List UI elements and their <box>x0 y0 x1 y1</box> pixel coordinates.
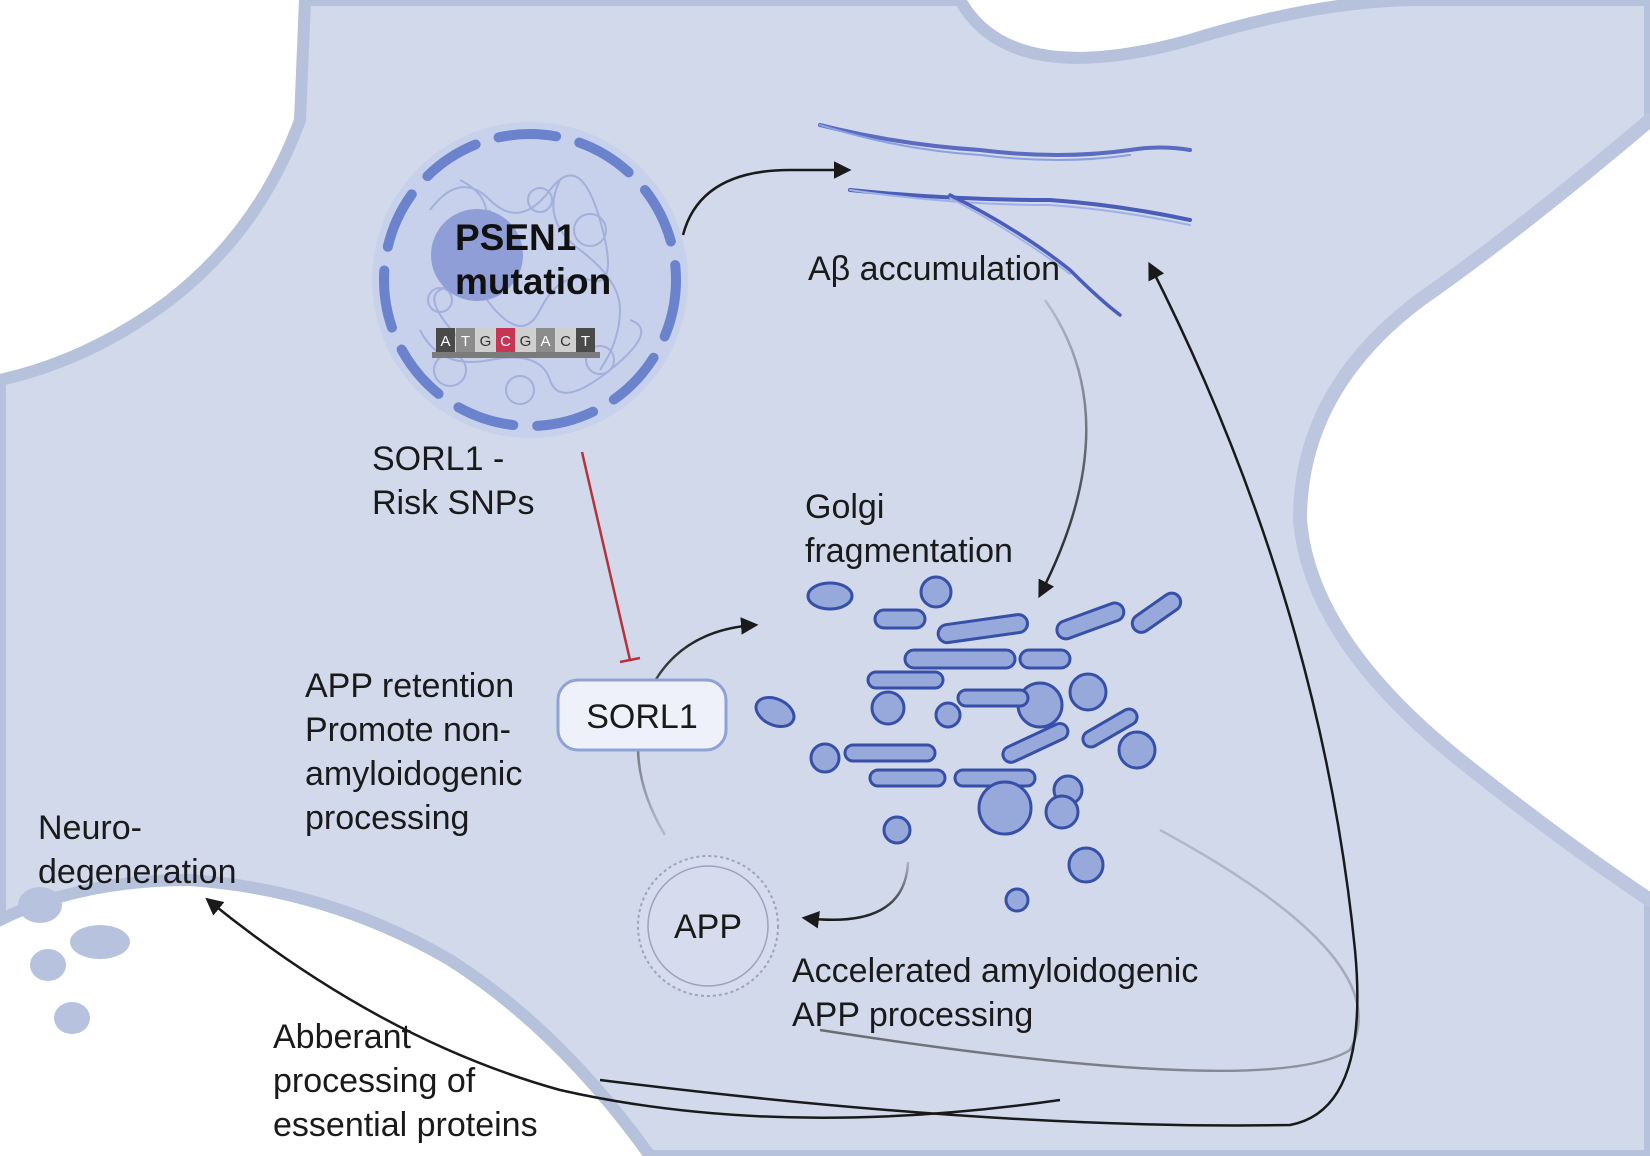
app-retention-label-4: processing <box>305 799 469 837</box>
dna-base-letter: C <box>500 333 511 350</box>
sorl1-box: SORL1 <box>556 678 728 752</box>
arrow-loop-to-abeta <box>599 261 1359 1127</box>
dna-base-block <box>536 328 555 352</box>
dna-base-letter: A <box>540 333 550 350</box>
arrow-abeta-to-golgi <box>1038 299 1088 599</box>
psen1-label: PSEN1 <box>455 217 576 258</box>
dna-base-letter: G <box>520 333 532 350</box>
dna-base-letter: T <box>581 333 590 350</box>
dna-base-letter: C <box>560 333 571 350</box>
neurodegeneration-label-1: Neuro- <box>38 809 142 847</box>
dna-base-block <box>476 328 495 352</box>
nucleolus <box>431 209 523 301</box>
degeneration-vesicles <box>18 887 266 1034</box>
neurodegeneration-label-2: degeneration <box>38 853 237 891</box>
abberant-label-3: essential proteins <box>273 1106 538 1144</box>
dna-base-block <box>516 328 535 352</box>
golgi-fragments <box>754 575 1183 913</box>
inhibition-line <box>580 451 641 664</box>
dna-base-letter: T <box>461 333 470 350</box>
arrow-golgi-to-app <box>801 861 910 929</box>
dna-base-block <box>496 328 515 352</box>
dna-base-letter: G <box>480 333 492 350</box>
golgi-label-2: fragmentation <box>805 532 1013 570</box>
mutation-label: mutation <box>455 261 611 302</box>
app-retention-label-3: amyloidogenic <box>305 755 522 793</box>
dna-base-block <box>436 328 455 352</box>
app-retention-label-2: Promote non- <box>305 711 511 749</box>
sorl1-snps-label-1: SORL1 - <box>372 440 504 478</box>
accelerated-label-2: APP processing <box>792 996 1033 1034</box>
accelerated-label-1: Accelerated amyloidogenic <box>792 952 1198 990</box>
app-vesicle: APP <box>637 855 779 997</box>
dna-baseline <box>432 352 600 358</box>
abeta-label: Aβ accumulation <box>808 250 1060 288</box>
abberant-label-2: processing of <box>273 1062 476 1100</box>
dna-base-block <box>576 328 595 352</box>
sorl1-snps-label-2: Risk SNPs <box>372 484 534 522</box>
arrow-nucleus-to-abeta <box>681 161 852 236</box>
app-label: APP <box>674 908 742 946</box>
dna-base-block <box>556 328 575 352</box>
dna-base-letter: A <box>440 333 450 350</box>
neuron-process-edges <box>1292 113 1650 907</box>
app-retention-label-1: APP retention <box>305 667 514 705</box>
golgi-label-1: Golgi <box>805 488 884 526</box>
dna-base-block <box>456 328 475 352</box>
abeta-fibrils <box>818 123 1192 317</box>
sorl1-box-label: SORL1 <box>586 698 698 736</box>
arrow-to-neurodegeneration <box>205 897 1061 1120</box>
faded-loop <box>819 828 1360 1073</box>
abberant-label-1: Abberant <box>273 1018 412 1056</box>
